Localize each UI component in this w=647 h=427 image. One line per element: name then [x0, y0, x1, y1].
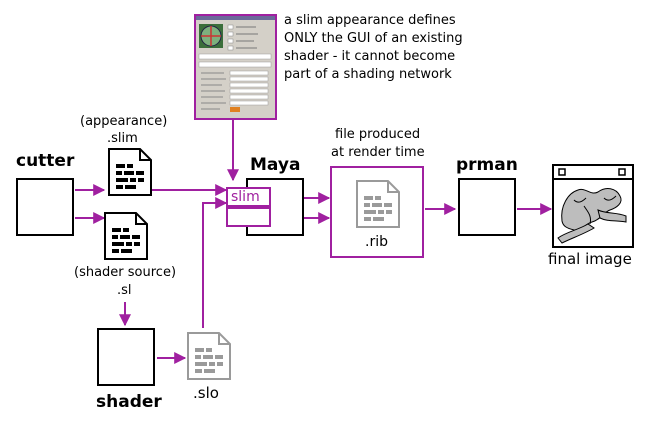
slim-plugin-label: slim [231, 189, 260, 205]
rib-label: .rib [365, 234, 388, 250]
shader-label: shader [96, 392, 162, 412]
slo-file-icon [187, 332, 231, 380]
rib-file-icon [356, 180, 400, 228]
maya-render-box [226, 207, 271, 227]
note-line-3: shader - it cannot become [284, 49, 456, 64]
final-image-label: final image [548, 250, 632, 268]
note-line-4: part of a shading network [284, 67, 452, 82]
prman-box [458, 178, 516, 236]
slo-label: .slo [193, 384, 219, 402]
rib-caption-1: file produced [335, 127, 421, 142]
arrow-slo-to-maya [202, 197, 228, 328]
maya-label: Maya [250, 155, 301, 175]
slim-file-caption-1: (appearance) [80, 114, 168, 129]
sl-file-icon [104, 212, 148, 260]
shader-box [97, 328, 155, 386]
slim-plugin-box: slim [226, 187, 271, 207]
sl-file-caption-2: .sl [117, 283, 132, 298]
prman-label: prman [456, 155, 518, 175]
rib-caption-2: at render time [331, 145, 425, 160]
note-line-1: a slim appearance defines [284, 13, 456, 28]
note-line-2: ONLY the GUI of an existing [284, 31, 463, 46]
slim-file-caption-2: .slim [107, 131, 138, 146]
final-image-window [552, 164, 634, 248]
cutter-box [16, 178, 74, 236]
cutter-label: cutter [16, 151, 75, 171]
slim-file-icon [108, 148, 152, 196]
slim-gui-screenshot [194, 14, 277, 120]
rendered-object [557, 188, 627, 244]
sl-file-caption-1: (shader source) [74, 265, 177, 280]
